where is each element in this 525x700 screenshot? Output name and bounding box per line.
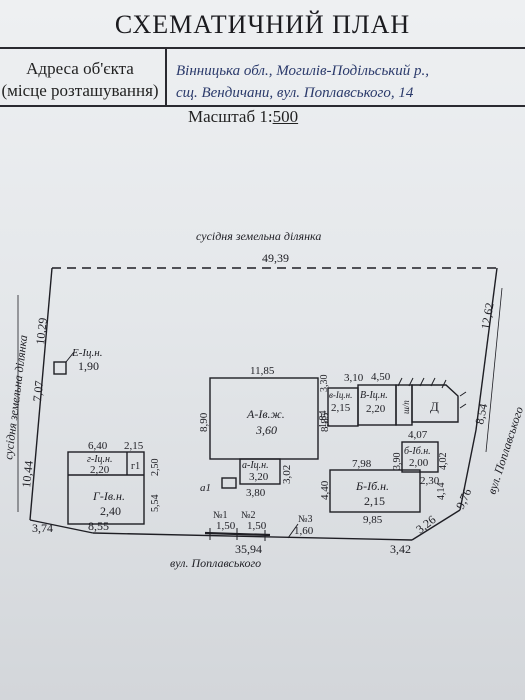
address-value: Вінницька обл., Могилів-Подільський р., … [176, 60, 521, 104]
title-rule [0, 47, 525, 49]
building-a-annex-area: 3,20 [249, 471, 269, 483]
outbuilding-d-hatch [397, 377, 467, 409]
building-v-small-area: 2,15 [331, 402, 351, 414]
building-a-area: 3,60 [255, 423, 277, 437]
dim-right-upper: 12,62 [478, 302, 496, 331]
street-bottom-label: вул. Поплавського [170, 556, 261, 570]
building-g1-name: г1 [131, 461, 140, 472]
neighbor-left-label: сусідня земельна ділянка [1, 334, 30, 460]
boundary-right-upper [475, 267, 498, 431]
address-label-line2: (місце розташування) [1, 81, 159, 100]
dim-top: 49,39 [262, 251, 289, 265]
gate-3-width: 1,60 [294, 525, 314, 537]
dim-v-small-side: 3,30 [319, 375, 330, 393]
dim-g-top-left: 6,40 [88, 440, 108, 452]
dim-corner-left: 3,74 [32, 521, 53, 535]
dim-corner-right-a: 3,26 [413, 512, 438, 536]
dim-right-mid: 8,54 [472, 402, 490, 425]
boundary-bottom-left [29, 519, 94, 534]
dim-corner-right-b: 3,42 [390, 542, 411, 556]
building-e-area: 1,90 [78, 359, 99, 373]
gate-1-width: 1,50 [216, 520, 236, 532]
gate-2-width: 1,50 [247, 520, 267, 532]
dim-g-right: 5,54 [150, 495, 161, 513]
dim-b-bottom: 9,85 [363, 514, 383, 526]
dim-b-right: 4,14 [436, 483, 447, 501]
dim-a-right: 8,85 [319, 412, 331, 432]
dim-b-small-top: 4,07 [408, 429, 428, 441]
dim-bottom: 35,94 [235, 542, 262, 556]
building-g [67, 451, 145, 525]
building-g-area: 2,40 [100, 504, 121, 518]
building-e-name: Е-Іц.н. [71, 347, 103, 359]
dim-b-small-left: 3,90 [392, 453, 403, 471]
building-e-leader [65, 351, 75, 363]
dim-bottom-left: 8,55 [88, 519, 109, 533]
scale-value: 500 [272, 107, 299, 126]
dim-b-step: 2,30 [420, 475, 440, 487]
porch-a1-label: а1 [200, 482, 211, 494]
dim-g-right-upper: 2,50 [150, 459, 161, 477]
neighbor-top-label: сусідня земельна ділянка [196, 229, 321, 243]
address-rule [0, 105, 525, 107]
boundary-left [29, 267, 53, 521]
building-v-name: В-Іц.н. [360, 390, 388, 401]
gate-2-label: №2 [241, 510, 256, 521]
dim-b-top: 7,98 [352, 458, 372, 470]
building-v-small-name: в-Іц.н. [329, 390, 352, 400]
building-a-annex-name: а-Іц.н. [242, 460, 269, 471]
dim-v-small-left: 1,84 [318, 411, 329, 429]
gate-3-leader [287, 523, 299, 539]
building-b-small-area: 2,00 [409, 457, 429, 469]
gate-3-label: №3 [298, 514, 313, 525]
building-g-small-name: г-Іц.н. [87, 454, 113, 465]
building-b-name: Б-Іб.н. [355, 479, 389, 493]
outbuilding-d-name: Д [430, 399, 439, 414]
dim-a-annex-right: 3,02 [281, 465, 293, 484]
street-right-label: вул. Поплавського [485, 405, 525, 496]
address-divider [165, 48, 167, 106]
boundary-right-lower [459, 429, 477, 511]
address-value-line1: Вінницька обл., Могилів-Подільський р., [176, 63, 430, 79]
dim-left-lower: 10,44 [19, 460, 36, 488]
building-v-area: 2,20 [366, 403, 386, 415]
gate-1-label: №1 [213, 510, 228, 521]
scale-text: Масштаб 1:500 [188, 107, 298, 127]
building-a-name: А-Ів.ж. [246, 407, 285, 421]
scale-prefix: Масштаб 1: [188, 107, 273, 126]
porch-a1 [221, 477, 237, 489]
dim-left-mid: 7,07 [30, 380, 46, 402]
building-b [329, 469, 421, 513]
building-a-annex [239, 458, 281, 485]
building-g-small-area: 2,20 [90, 464, 110, 476]
dim-v-small-top: 3,10 [344, 372, 364, 384]
dim-v-top: 4,50 [371, 371, 391, 383]
dim-left-upper: 10,29 [33, 317, 50, 345]
dim-g-top-right: 2,15 [124, 440, 144, 452]
address-value-line2: сщ. Вендичани, вул. Поплавського, 14 [176, 85, 414, 101]
gate-marker [209, 528, 266, 541]
page-title: СХЕМАТИЧНИЙ ПЛАН [114, 10, 411, 39]
dim-b-left: 4,40 [319, 480, 331, 500]
shp-label: ш/п [401, 400, 411, 414]
dim-right-lower: 9,76 [453, 486, 474, 511]
building-b-area: 2,15 [364, 494, 385, 508]
dim-a-annex-bottom: 3,80 [246, 487, 266, 499]
dim-a-top: 11,85 [250, 365, 275, 377]
building-e [53, 361, 67, 375]
building-g-name: Г-Ів.н. [92, 489, 125, 503]
building-b-small-name: б-Іб.н. [404, 446, 431, 457]
dim-b-small-right: 4,02 [438, 453, 449, 471]
boundary-bottom-right [411, 509, 461, 541]
dim-arrow-right [485, 287, 503, 453]
outbuilding-d [411, 384, 459, 423]
address-label-line1: Адреса об'єкта [26, 59, 134, 78]
address-label: Адреса об'єкта (місце розташування) [0, 58, 160, 102]
boundary-bottom [92, 532, 413, 541]
dim-a-left: 8,90 [198, 412, 210, 432]
